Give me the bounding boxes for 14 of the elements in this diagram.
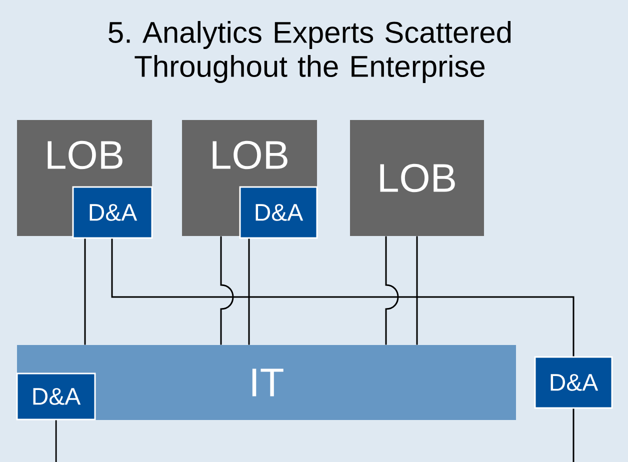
da-box: D&A xyxy=(72,186,153,239)
da-box: D&A xyxy=(16,372,96,420)
da-box: D&A xyxy=(239,186,318,239)
connector-line xyxy=(220,236,234,345)
connector-line xyxy=(55,420,57,462)
connector-line xyxy=(572,408,574,462)
connector-line xyxy=(111,238,574,356)
da-box: D&A xyxy=(534,356,613,409)
title: 5. Analytics Experts Scattered Throughout the Enterprise xyxy=(108,21,511,83)
connector-line xyxy=(84,238,86,345)
connector-line xyxy=(416,236,418,345)
connector-line xyxy=(248,238,250,345)
lob-box: LOB xyxy=(350,120,484,236)
connector-line xyxy=(385,236,399,345)
